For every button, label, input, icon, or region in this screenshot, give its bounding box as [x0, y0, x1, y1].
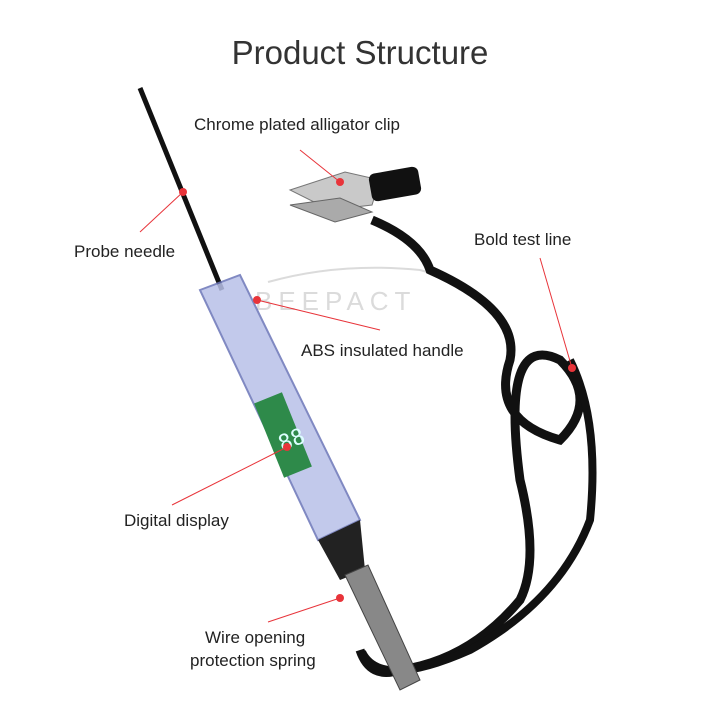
handle: 88 [198, 273, 365, 580]
alligator-clip [288, 166, 422, 223]
test-cable [355, 215, 585, 677]
label-digital-display: Digital display [124, 511, 229, 530]
label-alligator-clip: Chrome plated alligator clip [194, 115, 400, 134]
watermark-logo: BEEPACT [255, 266, 461, 316]
label-spring-line1: Wire opening [205, 628, 306, 647]
leader-lines [139, 149, 573, 623]
protection-spring [344, 564, 421, 691]
page-title: Product Structure [231, 34, 489, 71]
label-spring-line2: protection spring [190, 651, 316, 670]
label-probe-needle: Probe needle [74, 242, 176, 261]
leader-dots [179, 178, 576, 602]
label-test-line: Bold test line [474, 230, 572, 249]
label-handle: ABS insulated handle [301, 341, 464, 360]
svg-text:BEEPACT: BEEPACT [255, 286, 416, 316]
